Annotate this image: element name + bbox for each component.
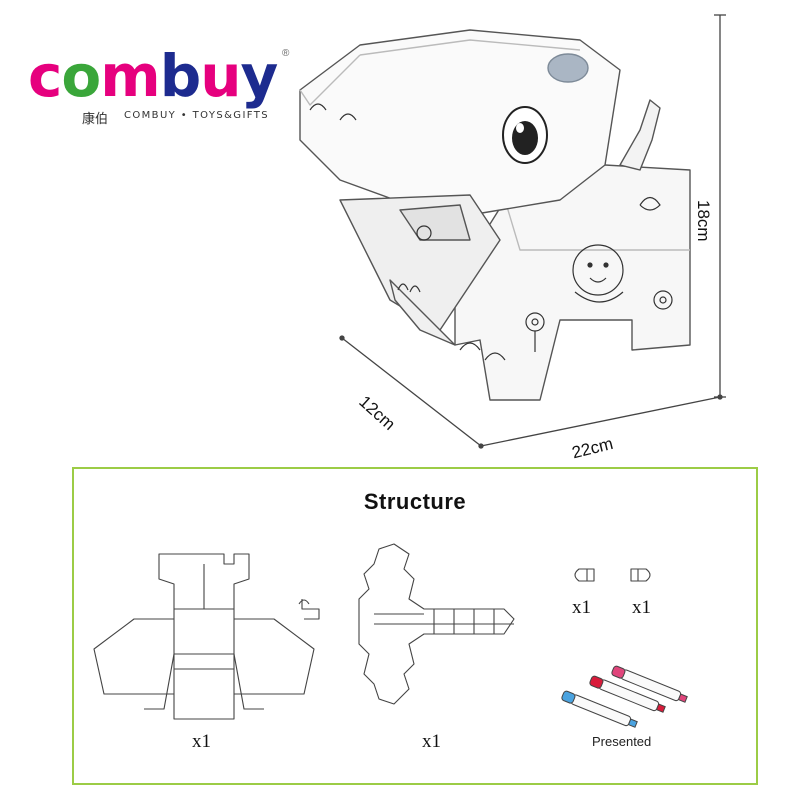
structure-title: Structure	[363, 489, 467, 514]
logo-letter: u	[200, 42, 241, 110]
height-label: 18cm	[694, 200, 713, 242]
structure-panel: Structure	[72, 467, 758, 785]
body-sheet-drawing	[93, 553, 320, 720]
parts-drawings	[93, 543, 688, 728]
ear-left-drawing	[574, 568, 595, 582]
width-dimension-line	[480, 396, 721, 447]
brand-wordmark: combuy	[28, 42, 279, 110]
puppy-nose	[547, 53, 589, 83]
logo-letter: b	[159, 42, 202, 110]
chick-drawing	[572, 244, 624, 296]
ear-right-qty: x1	[632, 597, 651, 618]
logo-letter: m	[100, 42, 160, 110]
ear-left-qty: x1	[572, 597, 591, 618]
logo-letter: y	[240, 42, 279, 110]
logo-letter: c	[28, 42, 62, 110]
brand-chinese-name: 康伯	[82, 112, 109, 127]
presented-label: Presented	[592, 734, 652, 749]
markers-drawing	[561, 665, 688, 728]
registered-mark: ®	[282, 48, 290, 59]
depth-dimension-line	[341, 337, 482, 447]
puppy-product-illustration	[299, 14, 726, 449]
head-sheet-drawing	[358, 543, 515, 705]
puppy-head	[299, 29, 621, 216]
puppy-tail	[619, 99, 661, 171]
brand-logo: combuy ® 康伯 COMBUY • TOYS&GIFTS	[28, 42, 290, 127]
head-sheet-qty: x1	[422, 731, 441, 752]
brand-tagline: COMBUY • TOYS&GIFTS	[124, 110, 270, 121]
body-sheet-qty: x1	[192, 731, 211, 752]
logo-letter: o	[61, 42, 101, 110]
flower-drawing	[653, 290, 673, 310]
ear-right-drawing	[630, 568, 651, 582]
